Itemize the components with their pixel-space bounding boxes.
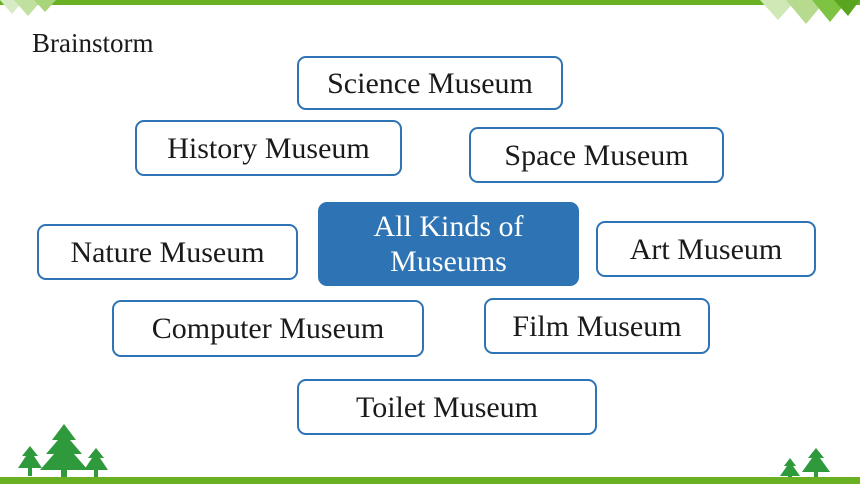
node-computer-museum: Computer Museum: [112, 300, 424, 357]
small-tree-icon: [780, 448, 830, 480]
node-art-museum: Art Museum: [596, 221, 816, 277]
node-science-museum: Science Museum: [297, 56, 563, 110]
top-accent-bar: [0, 0, 860, 5]
node-space-museum: Space Museum: [469, 127, 724, 183]
center-node: All Kinds of Museums: [318, 202, 579, 286]
node-nature-museum: Nature Museum: [37, 224, 298, 280]
triangle-decoration-icon: [760, 0, 860, 24]
triangle-decoration-icon: [0, 0, 56, 16]
node-toilet-museum: Toilet Museum: [297, 379, 597, 435]
node-film-museum: Film Museum: [484, 298, 710, 354]
tree-cluster-icon: [18, 424, 108, 478]
node-history-museum: History Museum: [135, 120, 402, 176]
page-title: Brainstorm: [32, 28, 154, 58]
bottom-accent-bar: [0, 477, 860, 484]
